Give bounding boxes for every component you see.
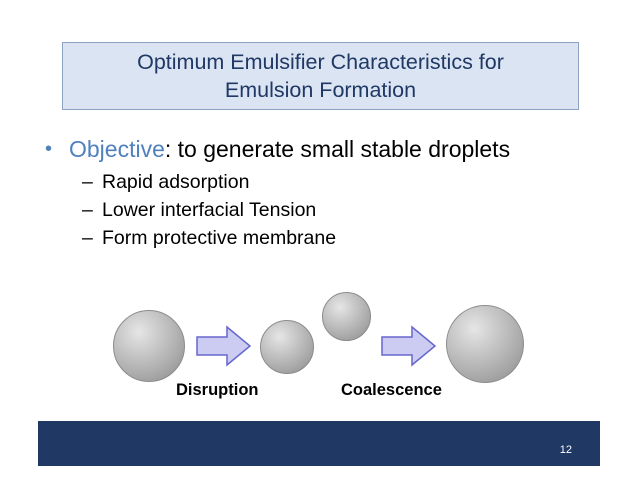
caption-coalescence: Coalescence bbox=[341, 381, 442, 399]
sub-bullet-text: Rapid adsorption bbox=[102, 171, 250, 193]
dash-marker-icon: – bbox=[82, 227, 93, 249]
page-title: Optimum Emulsifier Characteristics for E… bbox=[129, 48, 512, 104]
droplet-small-upper bbox=[322, 292, 371, 341]
emulsion-diagram: Disruption Coalescence bbox=[0, 278, 638, 408]
droplet-small-middle bbox=[260, 320, 314, 374]
slide-body: • Objective: to generate small stable dr… bbox=[45, 134, 605, 252]
sub-bullet-rapid-adsorption: – Rapid adsorption bbox=[82, 168, 605, 196]
caption-disruption: Disruption bbox=[176, 381, 259, 399]
arrow-right-icon bbox=[381, 325, 437, 367]
sub-bullet-text: Form protective membrane bbox=[102, 227, 337, 249]
arrow-right-icon bbox=[196, 325, 252, 367]
bullet-level1-text: Objective: to generate small stable drop… bbox=[69, 134, 510, 164]
droplet-large-left bbox=[113, 310, 185, 382]
objective-rest: : to generate small stable droplets bbox=[164, 136, 511, 162]
footer-bar: 12 bbox=[38, 421, 600, 466]
bullet-marker-icon: • bbox=[45, 138, 53, 160]
droplet-large-right bbox=[446, 305, 524, 383]
page-number: 12 bbox=[559, 444, 572, 456]
title-line-2: Emulsion Formation bbox=[224, 78, 417, 102]
title-line-1: Optimum Emulsifier Characteristics for bbox=[137, 50, 504, 74]
objective-label: Objective bbox=[69, 136, 165, 162]
bullet-level1: • Objective: to generate small stable dr… bbox=[45, 134, 605, 164]
dash-marker-icon: – bbox=[82, 171, 93, 193]
sub-bullet-text: Lower interfacial Tension bbox=[102, 199, 317, 221]
sub-bullet-form-protective-membrane: – Form protective membrane bbox=[82, 224, 605, 252]
title-box: Optimum Emulsifier Characteristics for E… bbox=[62, 42, 579, 110]
dash-marker-icon: – bbox=[82, 199, 93, 221]
sub-bullet-lower-interfacial-tension: – Lower interfacial Tension bbox=[82, 196, 605, 224]
